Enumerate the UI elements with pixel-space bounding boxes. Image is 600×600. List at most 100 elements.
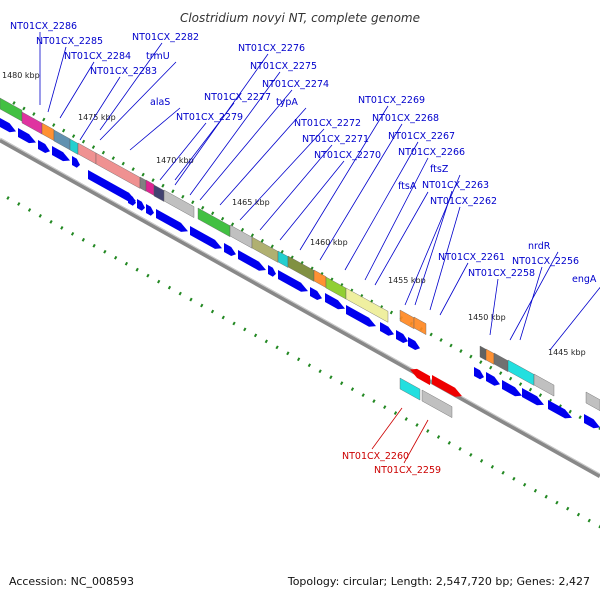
dot-upper	[250, 233, 255, 238]
dot-lower	[27, 208, 32, 212]
forward-gene-arrow	[502, 380, 522, 397]
dot-lower	[6, 196, 10, 200]
dot-upper	[141, 172, 145, 177]
dot-upper	[489, 365, 493, 370]
gene-label: trmU	[146, 51, 170, 62]
dot-lower	[587, 518, 591, 523]
label-leader-line	[99, 42, 163, 131]
forward-gene-arrow	[584, 414, 600, 429]
label-leader-line	[429, 206, 461, 311]
gene-label: NT01CX_2258	[468, 268, 535, 279]
dot-lower	[372, 399, 376, 403]
gene-label: NT01CX_2275	[250, 61, 317, 72]
gene-label: NT01CX_2283	[90, 66, 157, 77]
forward-gene-arrow	[72, 156, 80, 168]
dot-upper	[479, 360, 483, 364]
forward-gene-arrow	[474, 367, 484, 380]
dot-upper	[32, 112, 36, 116]
dot-lower	[243, 327, 247, 332]
gene-label: alaS	[150, 97, 170, 108]
dot-lower	[426, 429, 430, 433]
dot-lower	[296, 357, 301, 362]
dot-upper	[538, 393, 543, 398]
dot-lower	[318, 369, 322, 374]
dot-lower	[70, 231, 75, 236]
forward-gene-arrow	[310, 287, 322, 300]
gene-label: NT01CX_2261	[438, 252, 505, 263]
dot-upper	[171, 189, 175, 194]
dot-upper	[518, 382, 523, 387]
dot-lower	[275, 345, 279, 350]
dot-lower	[383, 405, 387, 409]
dot-lower	[576, 512, 581, 517]
dot-lower	[479, 458, 484, 463]
dot-lower	[60, 225, 64, 230]
forward-gene-arrow	[156, 209, 188, 232]
dot-lower	[103, 249, 107, 254]
forward-gene-arrow	[408, 337, 420, 350]
forward-gene-arrow	[224, 243, 236, 256]
label-leader-line	[219, 107, 307, 206]
gene-block	[153, 184, 165, 202]
dot-upper	[499, 371, 503, 375]
gene-arrows	[0, 118, 600, 429]
gene-block	[197, 207, 231, 238]
gene-label: NT01CX_2271	[302, 134, 369, 145]
dot-lower	[232, 321, 236, 326]
gene-block	[479, 345, 487, 361]
kbp-tick-label: 1455 kbp	[388, 276, 426, 285]
dot-lower	[533, 488, 538, 493]
gene-blocks	[0, 97, 600, 418]
dot-upper	[469, 354, 473, 359]
dot-upper	[260, 238, 264, 243]
dot-lower	[415, 423, 419, 427]
kbp-tick-label: 1460 kbp	[310, 238, 348, 247]
dot-lower	[92, 243, 96, 248]
gene-block	[313, 269, 327, 288]
dot-upper	[22, 106, 26, 111]
reverse-gene-arrow-2259	[432, 375, 462, 397]
dot-lower	[307, 363, 312, 368]
gene-block-reverse-2259	[421, 389, 453, 418]
gene-label: nrdR	[528, 241, 551, 252]
forward-gene-arrow	[278, 270, 308, 292]
gene-block	[533, 373, 555, 397]
reverse-label-leader-line	[403, 419, 429, 464]
forward-gene-arrow	[146, 204, 154, 216]
dot-lower	[544, 494, 548, 499]
dot-lower	[286, 351, 290, 356]
dot-lower	[146, 273, 150, 278]
label-leader-line	[439, 262, 469, 316]
dot-upper	[210, 211, 215, 216]
reverse-gene-label: NT01CX_2259	[374, 465, 441, 476]
gene-block	[163, 189, 195, 218]
forward-gene-arrow	[88, 170, 136, 202]
gene-block	[41, 122, 55, 141]
gene-block	[139, 176, 147, 192]
dot-upper	[191, 200, 195, 205]
dot-upper	[439, 338, 443, 342]
gene-block	[399, 309, 415, 330]
kbp-tick-label: 1450 kbp	[468, 313, 506, 322]
label-leader-line	[259, 144, 333, 231]
gene-block	[345, 287, 389, 323]
dot-upper	[568, 409, 572, 414]
gene-block	[413, 316, 427, 335]
gene-label: typA	[276, 97, 298, 108]
forward-gene-arrow	[38, 140, 50, 153]
label-leaders	[39, 32, 600, 464]
gene-label: ftsA	[398, 181, 417, 192]
forward-gene-arrow	[486, 372, 500, 386]
gene-label: NT01CX_2270	[314, 150, 381, 161]
dot-lower	[340, 381, 344, 386]
dot-lower	[189, 297, 193, 302]
dot-lower	[221, 315, 225, 320]
gene-label: NT01CX_2267	[388, 131, 455, 142]
kbp-tick-label: 1475 kbp	[78, 113, 116, 122]
forward-gene-arrow	[346, 305, 376, 327]
gene-label: NT01CX_2285	[36, 36, 103, 47]
gene-block	[493, 352, 509, 373]
genome-backbone	[0, 137, 600, 478]
